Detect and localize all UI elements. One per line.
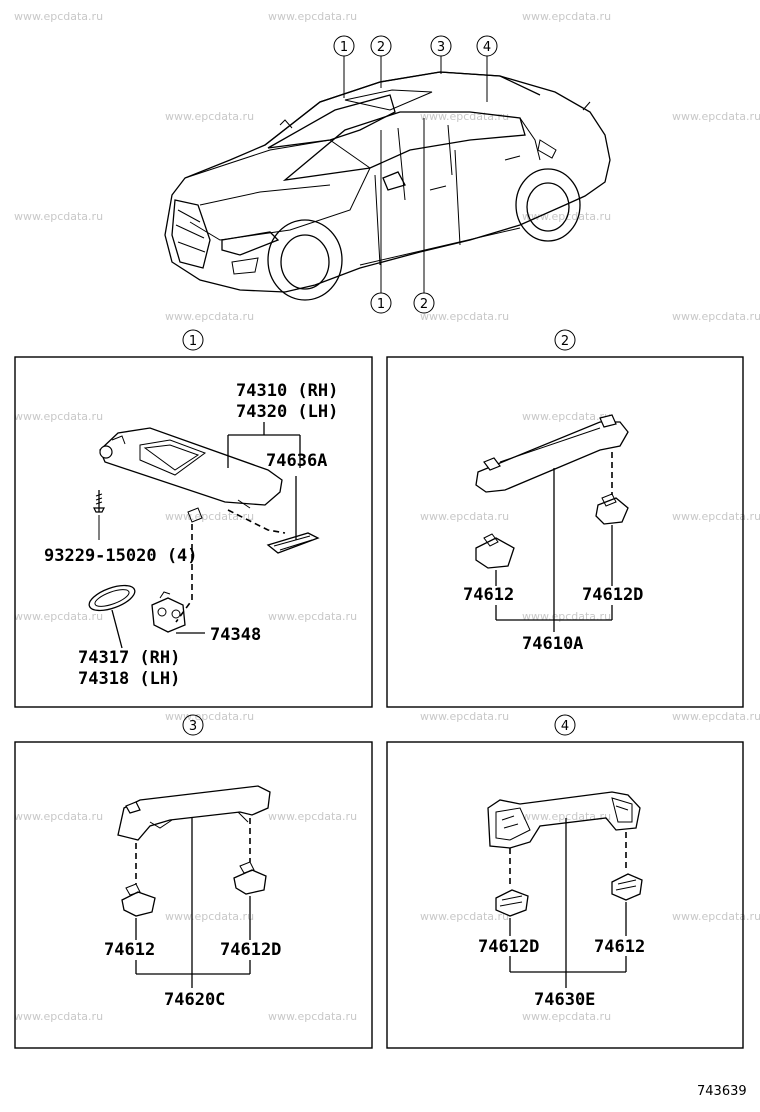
assist-grip-illustration [487, 791, 641, 849]
diagram-reference-number: 743639 [697, 1084, 747, 1099]
watermark: www.epcdata.ru [522, 210, 611, 223]
part-label-74620c: 74620C [164, 990, 225, 1010]
watermark: www.epcdata.ru [14, 210, 103, 223]
callout-number: 1 [377, 297, 385, 312]
car-callout-4: 4 [476, 35, 498, 102]
part-label-74348: 74348 [210, 625, 261, 645]
panel-marker: 1 [189, 334, 197, 349]
watermark: www.epcdata.ru [14, 610, 103, 623]
callout-number: 3 [437, 40, 445, 55]
watermark: www.epcdata.ru [14, 410, 103, 423]
part-label-74612d: 74612D [220, 940, 281, 960]
watermark: www.epcdata.ru [522, 410, 611, 423]
watermark: www.epcdata.ru [522, 610, 611, 623]
panel-marker: 2 [561, 334, 569, 349]
watermark: www.epcdata.ru [165, 710, 254, 723]
part-label-74612d: 74612D [478, 937, 539, 957]
watermark: www.epcdata.ru [420, 110, 509, 123]
callout-number: 2 [377, 40, 385, 55]
watermark: www.epcdata.ru [165, 310, 254, 323]
watermark: www.epcdata.ru [268, 10, 357, 23]
part-label-74630e: 74630E [534, 990, 595, 1010]
watermark: www.epcdata.ru [672, 310, 760, 323]
part-label-74612: 74612 [463, 585, 514, 605]
assist-grip-illustration [475, 414, 629, 493]
watermark: www.epcdata.ru [420, 910, 509, 923]
screw-illustration [93, 490, 105, 540]
mirror-cover-illustration [88, 584, 136, 612]
holder-illustration [266, 532, 320, 554]
watermark: www.epcdata.ru [672, 110, 760, 123]
watermark: www.epcdata.ru [420, 310, 509, 323]
part-label-93229: 93229-15020 (4) [44, 546, 198, 566]
cap-74612-illustration [475, 533, 515, 569]
car-callout-1: 1 [333, 35, 355, 98]
watermark: www.epcdata.ru [672, 510, 760, 523]
assist-grip-illustration [117, 785, 271, 841]
car-callout-3: 3 [430, 35, 452, 74]
watermark: www.epcdata.ru [165, 110, 254, 123]
panel-2-assist-grip: 2 74612 74612D 74610A [386, 329, 744, 708]
watermark: www.epcdata.ru [14, 810, 103, 823]
clip-illustration [151, 591, 186, 633]
sun-visor-illustration [99, 427, 283, 523]
watermark: www.epcdata.ru [522, 1010, 611, 1023]
watermark: www.epcdata.ru [672, 910, 760, 923]
cap-74612-illustration [121, 883, 156, 917]
cap-74612d-illustration [595, 493, 629, 525]
callout-number: 1 [340, 40, 348, 55]
panel-4-assist-grip: 4 74612D 74612 74630E [386, 714, 744, 1049]
cap-74612d-illustration [495, 889, 529, 917]
callout-number: 2 [420, 297, 428, 312]
panel-marker: 4 [561, 719, 569, 734]
car-callout-1-lower: 1 [370, 130, 392, 314]
callout-number: 4 [483, 40, 491, 55]
watermark: www.epcdata.ru [268, 810, 357, 823]
part-label-74612: 74612 [594, 937, 645, 957]
watermark: www.epcdata.ru [165, 910, 254, 923]
part-label-74612: 74612 [104, 940, 155, 960]
part-label-74636a: 74636A [266, 451, 327, 471]
part-label-74610a: 74610A [522, 634, 583, 654]
watermark: www.epcdata.ru [420, 710, 509, 723]
watermark: www.epcdata.ru [268, 610, 357, 623]
car-callout-2-lower: 2 [413, 118, 435, 314]
car-callout-2: 2 [370, 35, 392, 88]
watermark: www.epcdata.ru [522, 10, 611, 23]
car-illustration: 1 2 3 4 1 2 [164, 35, 611, 314]
part-label-74612d: 74612D [582, 585, 643, 605]
watermarks: www.epcdata.ru www.epcdata.ru www.epcdat… [14, 10, 760, 1023]
panel-1-sun-visor: 1 [14, 329, 373, 708]
cap-74612d-illustration [233, 861, 267, 895]
watermark: www.epcdata.ru [420, 510, 509, 523]
watermark: www.epcdata.ru [672, 710, 760, 723]
watermark: www.epcdata.ru [14, 10, 103, 23]
watermark: www.epcdata.ru [165, 510, 254, 523]
watermark: www.epcdata.ru [14, 1010, 103, 1023]
panel-3-assist-grip: 3 74612 74612D 74620C [14, 714, 373, 1049]
part-label-74317: 74317 (RH) [78, 648, 180, 668]
cap-74612-illustration [611, 873, 643, 901]
part-label-74310: 74310 (RH) [236, 381, 338, 401]
watermark: www.epcdata.ru [268, 1010, 357, 1023]
part-label-74320: 74320 (LH) [236, 402, 338, 422]
panel-marker: 3 [189, 719, 197, 734]
part-label-74318: 74318 (LH) [78, 669, 180, 689]
